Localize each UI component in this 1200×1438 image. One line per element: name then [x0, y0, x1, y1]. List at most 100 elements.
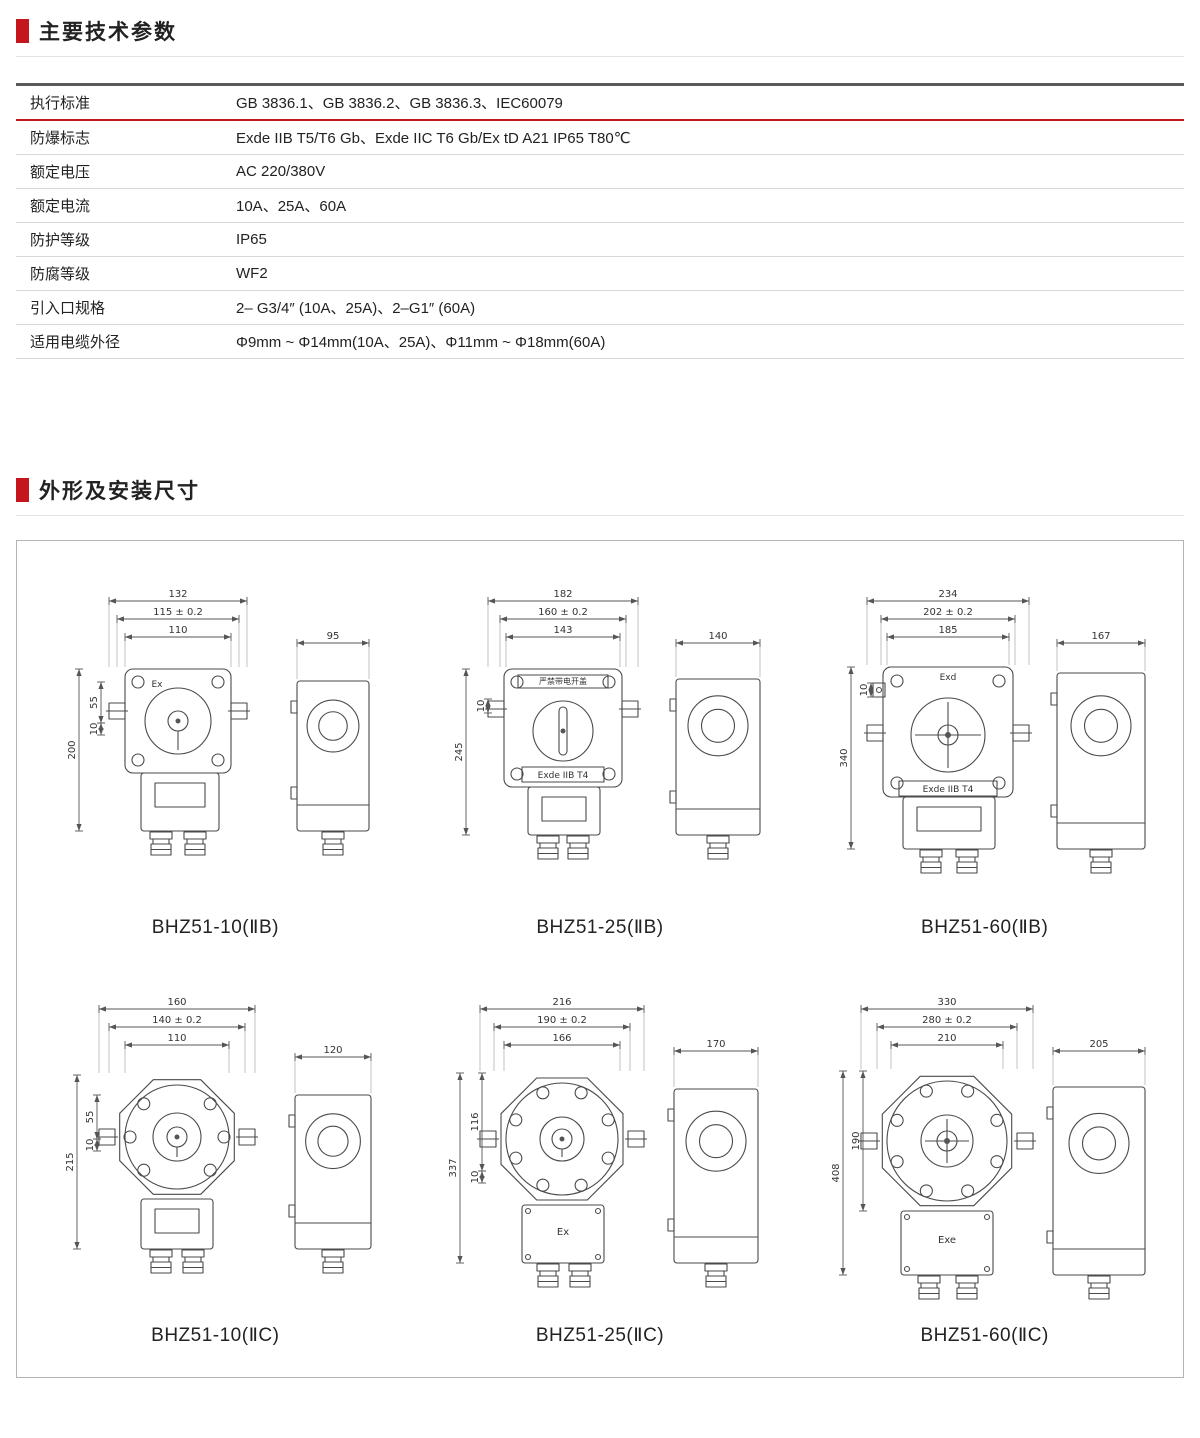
svg-text:115 ± 0.2: 115 ± 0.2 [153, 607, 203, 618]
dimension-drawing-bhz51-10-iib: Ex 132 115 ± 0.2 110 55 10 200 95 [67, 589, 370, 856]
param-value: Φ9mm ~ Φ14mm(10A、25A)、Φ11mm ~ Φ18mm(60A) [236, 334, 606, 351]
side-view [288, 1094, 372, 1274]
svg-text:337: 337 [448, 1158, 459, 1177]
svg-text:Ex: Ex [557, 1227, 569, 1238]
svg-text:10: 10 [470, 1171, 481, 1184]
drawing-cell: Exe 330 280 ± 0.2 210 190 408 205 BHZ51-60(ⅡC) [795, 991, 1175, 1347]
svg-text:202 ± 0.2: 202 ± 0.2 [923, 607, 973, 618]
svg-text:140: 140 [708, 631, 727, 642]
svg-text:140 ± 0.2: 140 ± 0.2 [152, 1015, 202, 1026]
svg-text:120: 120 [324, 1045, 343, 1056]
svg-text:55: 55 [85, 1111, 96, 1124]
svg-text:190: 190 [851, 1131, 862, 1150]
svg-text:Exe: Exe [938, 1235, 956, 1246]
param-row: 防腐等级 WF2 [16, 257, 1184, 291]
svg-text:10: 10 [89, 723, 100, 736]
datasheet-page: 主要技术参数 执行标准 GB 3836.1、GB 3836.2、GB 3836.… [16, 16, 1184, 1378]
svg-text:170: 170 [706, 1039, 725, 1050]
drawing-caption: BHZ51-10(ⅡB) [151, 917, 279, 938]
svg-text:10: 10 [85, 1139, 96, 1152]
svg-text:160: 160 [168, 997, 187, 1008]
svg-text:166: 166 [552, 1033, 571, 1044]
svg-text:245: 245 [454, 742, 465, 761]
param-row: 额定电压 AC 220/380V [16, 155, 1184, 189]
dimensions: 330 280 ± 0.2 210 190 408 205 [831, 997, 1146, 1276]
front-view: Ex [106, 668, 251, 856]
svg-text:205: 205 [1089, 1039, 1108, 1050]
side-view [1046, 1086, 1146, 1300]
section-header-dimensions: 外形及安装尺寸 [16, 475, 1184, 516]
svg-text:10: 10 [859, 684, 870, 697]
param-value: GB 3836.1、GB 3836.2、GB 3836.3、IEC60079 [236, 95, 563, 112]
svg-text:Exd: Exd [939, 673, 956, 683]
dimensions: 216 190 ± 0.2 166 116 10 337 170 [448, 997, 759, 1264]
svg-text:160 ± 0.2: 160 ± 0.2 [538, 607, 588, 618]
dimension-drawing-bhz51-25-iic: Ex 216 190 ± 0.2 166 116 10 337 170 [448, 997, 759, 1288]
svg-text:55: 55 [89, 696, 100, 709]
param-value: WF2 [236, 265, 268, 282]
svg-text:95: 95 [327, 631, 340, 642]
param-label: 防护等级 [30, 232, 91, 249]
param-label: 防腐等级 [30, 266, 91, 283]
side-view [667, 1088, 759, 1288]
svg-text:132: 132 [169, 589, 188, 600]
svg-text:210: 210 [937, 1033, 956, 1044]
param-row: 引入口规格 2– G3/4″ (10A、25A)、2–G1″ (60A) [16, 291, 1184, 325]
param-label: 执行标准 [30, 95, 91, 112]
side-view [290, 680, 370, 856]
svg-text:10: 10 [476, 700, 487, 713]
svg-text:143: 143 [553, 625, 572, 636]
front-view: Exe [857, 1075, 1036, 1300]
param-row: 额定电流 10A、25A、60A [16, 189, 1184, 223]
svg-text:182: 182 [553, 589, 572, 600]
section-accent-bar [16, 19, 29, 43]
drawing-cell: Ex 132 115 ± 0.2 110 55 10 200 95 BHZ51-10(ⅡB) [25, 583, 405, 939]
side-view [1050, 672, 1146, 874]
dimensions: 132 115 ± 0.2 110 55 10 200 95 [67, 589, 370, 832]
svg-text:110: 110 [168, 1033, 187, 1044]
section-title-params: 主要技术参数 [39, 21, 177, 44]
svg-text:215: 215 [65, 1152, 76, 1171]
param-value: Exde IIB T5/T6 Gb、Exde IIC T6 Gb/Ex tD A… [236, 130, 631, 147]
svg-text:234: 234 [938, 589, 957, 600]
param-label: 适用电缆外径 [30, 334, 121, 351]
drawing-caption: BHZ51-25(ⅡB) [536, 917, 664, 938]
svg-text:280 ± 0.2: 280 ± 0.2 [922, 1015, 972, 1026]
svg-text:216: 216 [552, 997, 571, 1008]
svg-text:严禁带电开盖: 严禁带电开盖 [539, 676, 587, 686]
param-value: 2– G3/4″ (10A、25A)、2–G1″ (60A) [236, 300, 476, 317]
section-header-params: 主要技术参数 [16, 16, 1184, 57]
dimension-drawing-bhz51-60-iic: Exe 330 280 ± 0.2 210 190 408 205 [831, 997, 1146, 1300]
drawing-caption: BHZ51-60(ⅡC) [920, 1325, 1049, 1346]
param-value: 10A、25A、60A [236, 198, 347, 215]
dimensions: 182 160 ± 0.2 143 10 245 140 [454, 589, 761, 836]
param-row: 防护等级 IP65 [16, 223, 1184, 257]
param-row: 防爆标志 Exde IIB T5/T6 Gb、Exde IIC T6 Gb/Ex… [16, 121, 1184, 155]
section-title-dimensions: 外形及安装尺寸 [39, 480, 200, 503]
section-accent-bar [16, 478, 29, 502]
svg-text:330: 330 [937, 997, 956, 1008]
dimensions: 160 140 ± 0.2 110 55 10 215 120 [65, 997, 372, 1250]
front-view: Ex [476, 1077, 647, 1288]
svg-text:190 ± 0.2: 190 ± 0.2 [537, 1015, 587, 1026]
param-label: 防爆标志 [30, 130, 91, 147]
dimension-drawing-bhz51-10-iic: 160 140 ± 0.2 110 55 10 215 120 [65, 997, 372, 1274]
svg-text:200: 200 [67, 740, 78, 759]
param-label: 额定电压 [30, 164, 91, 181]
param-row: 执行标准 GB 3836.1、GB 3836.2、GB 3836.3、IEC60… [16, 86, 1184, 121]
svg-text:110: 110 [169, 625, 188, 636]
svg-text:167: 167 [1091, 631, 1110, 642]
svg-text:408: 408 [831, 1163, 842, 1182]
svg-text:340: 340 [839, 748, 850, 767]
svg-text:116: 116 [470, 1112, 481, 1131]
drawing-caption: BHZ51-60(ⅡB) [921, 917, 1049, 938]
